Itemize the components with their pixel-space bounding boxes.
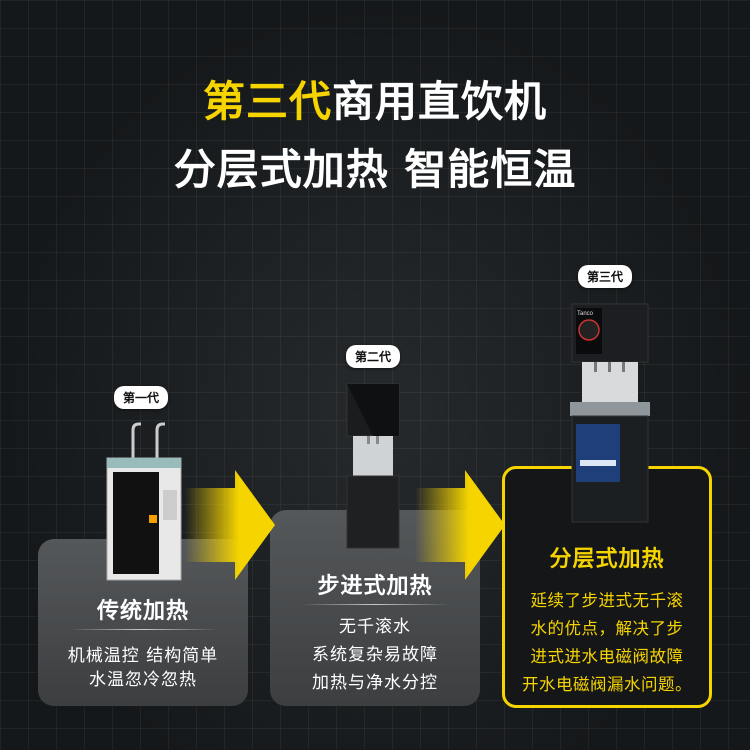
gen1-divider bbox=[68, 629, 218, 630]
arrow-right-icon bbox=[415, 470, 505, 580]
gen3-line: 进式进水电磁阀故障 bbox=[530, 647, 684, 666]
gen1-title: 传统加热 bbox=[96, 599, 189, 624]
headline-line-2: 分层式加热 智能恒温 bbox=[173, 145, 577, 194]
gen3-title: 分层式加热 bbox=[549, 547, 665, 572]
gen2-title: 步进式加热 bbox=[317, 574, 433, 599]
arrow-right-icon bbox=[185, 470, 275, 580]
gen3-badge: 第三代 bbox=[578, 265, 633, 288]
gen2-line: 无千滚水 bbox=[339, 617, 411, 637]
headline-rest: 商用直饮机 bbox=[332, 77, 548, 126]
gen3-brand: Tanco bbox=[577, 311, 594, 317]
gen2-badge: 第二代 bbox=[346, 345, 401, 368]
gen1-machine-image bbox=[106, 422, 182, 581]
gen3-line: 开水电磁阀漏水问题。 bbox=[522, 675, 692, 694]
gen1-line: 水温忽冷忽热 bbox=[89, 670, 197, 690]
gen2-machine-image bbox=[346, 383, 400, 549]
gen2-line: 加热与净水分控 bbox=[312, 673, 438, 693]
gen3-card: 分层式加热 延续了步进式无千滚 水的优点，解决了步 进式进水电磁阀故障 开水电磁… bbox=[502, 466, 712, 708]
headline-highlight: 第三代 bbox=[202, 77, 332, 126]
gen1-badge: 第一代 bbox=[114, 386, 169, 409]
headline-line-1: 第三代商用直饮机 bbox=[0, 68, 750, 129]
gen2-line: 系统复杂易故障 bbox=[312, 645, 438, 665]
gen2-divider bbox=[300, 604, 450, 605]
gen3-line: 水的优点，解决了步 bbox=[530, 619, 684, 638]
gen1-line: 机械温控 结构简单 bbox=[67, 646, 219, 666]
gen3-machine-image: Tanco bbox=[570, 303, 650, 523]
gen3-line: 延续了步进式无千滚 bbox=[530, 591, 684, 610]
